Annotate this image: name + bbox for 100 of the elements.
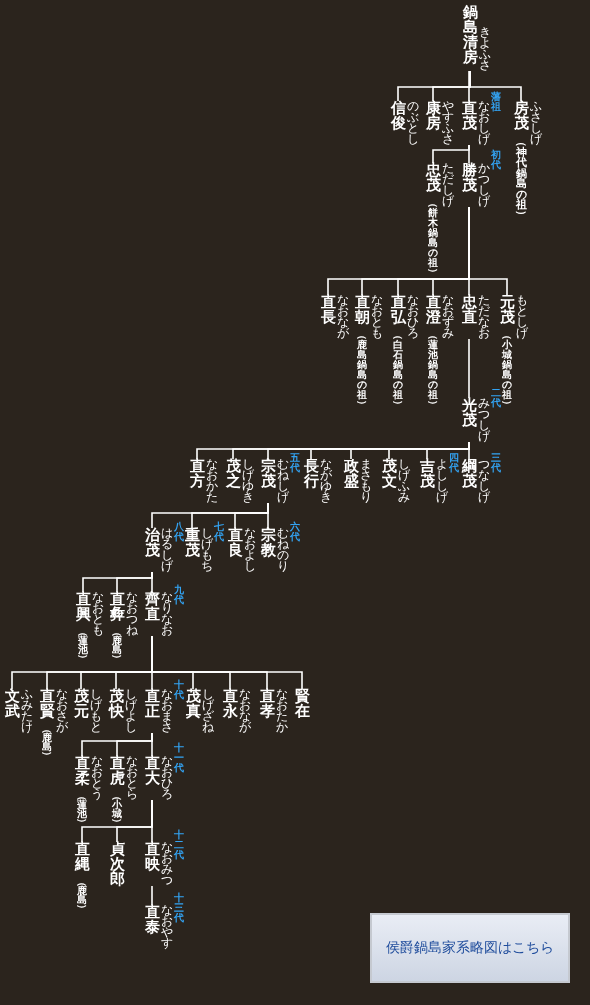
person-name: 治茂 <box>144 528 160 558</box>
furigana: ただなお <box>477 295 490 339</box>
person-name: 直縄 <box>74 842 90 872</box>
furigana: しげざね <box>201 689 214 733</box>
lineage-note: （神代鍋島の祖） <box>515 136 527 220</box>
furigana: しげもと <box>89 689 102 733</box>
furigana: むねのり <box>276 528 289 572</box>
person-name: 直正 <box>144 689 160 719</box>
generation-label: 十三代 <box>173 893 184 923</box>
generation-label: 九代 <box>173 585 184 605</box>
person-name: 直大 <box>144 756 160 786</box>
person-name: 直朝 <box>354 295 370 325</box>
person-name: 茂快 <box>108 689 124 719</box>
generation-label: 八代 <box>173 522 184 542</box>
person-name: 宗教 <box>260 528 276 558</box>
generation-label: 二代 <box>490 388 501 408</box>
lineage-note: （蓮池鍋島の祖） <box>428 330 438 410</box>
lineage-note: （白石鍋島の祖） <box>393 330 403 410</box>
tree-line <box>151 885 153 906</box>
furigana: はるしげ <box>160 528 173 572</box>
person-name: 直興 <box>75 592 91 622</box>
lineage-note: （小城鍋島の祖） <box>502 330 512 410</box>
furigana: なおしげ <box>477 101 490 145</box>
generation-label: 五代 <box>289 453 300 473</box>
furigana: なおまさ <box>160 689 173 733</box>
person-name: 文武 <box>4 689 20 719</box>
lineage-note: （鹿島鍋島の祖） <box>357 330 367 410</box>
generation-label: 十一代 <box>173 743 184 773</box>
person-name: 忠茂 <box>425 163 441 193</box>
furigana: なおとも <box>91 592 104 636</box>
furigana: なおとも <box>370 295 383 339</box>
furigana: しげふみ <box>397 459 410 503</box>
person-name: 茂真 <box>185 689 201 719</box>
generation-label: 四代 <box>448 453 459 473</box>
generation-label: 三代 <box>490 453 501 473</box>
lineage-note: （鹿島） <box>112 627 122 663</box>
person-name: 重茂 <box>184 528 200 558</box>
furigana: のぶとし <box>406 101 419 145</box>
person-name: 直柔 <box>74 756 90 786</box>
person-name: 茂之 <box>225 459 241 489</box>
furigana: かつしげ <box>477 163 490 207</box>
tree-line <box>468 70 470 102</box>
tree-line <box>11 635 153 690</box>
generation-label: 藩祖 <box>490 92 501 112</box>
furigana: むねしげ <box>276 459 289 503</box>
furigana: きよふさ <box>478 27 491 71</box>
furigana: なおかた <box>205 459 218 503</box>
tree-line <box>82 571 153 593</box>
person-name: 直茂 <box>461 101 477 131</box>
furigana: しげもち <box>200 528 213 572</box>
tree-line <box>81 732 153 757</box>
link-button: 侯爵鍋島家系略図はこちら <box>370 913 570 983</box>
person-name: 勝茂 <box>461 163 477 193</box>
person-name: 信俊 <box>390 101 406 131</box>
person-name: 貞次郎 <box>109 842 125 887</box>
person-name: 直賢 <box>39 689 55 719</box>
lineage-note: （蓮池） <box>78 627 88 663</box>
lineage-note: （鹿島） <box>42 724 52 760</box>
person-name: 直弘 <box>390 295 406 325</box>
furigana: なおなが <box>238 689 251 733</box>
person-name: 房茂 <box>513 101 529 131</box>
tree-line <box>327 206 470 296</box>
furigana: なおつね <box>125 592 138 636</box>
furigana: しげゆき <box>241 459 254 503</box>
person-name: 直永 <box>222 689 238 719</box>
person-name: 政盛 <box>343 459 359 489</box>
person-name: 康房 <box>425 101 441 131</box>
generation-label: 十二代 <box>173 830 184 860</box>
person-name: 綱茂 <box>461 459 477 489</box>
furigana: ふみたけ <box>20 689 33 733</box>
furigana: まさもり <box>359 459 372 503</box>
person-name: 宗茂 <box>260 459 276 489</box>
lineage-note: （餅木鍋島の祖） <box>428 198 438 278</box>
person-name: 鍋島清房 <box>462 5 478 65</box>
generation-label: 十代 <box>173 680 184 700</box>
furigana: なおみつ <box>160 842 173 886</box>
lineage-note: （小城） <box>112 791 122 827</box>
tree-line <box>81 799 153 843</box>
generation-label: 六代 <box>289 522 300 542</box>
person-name: 忠直 <box>461 295 477 325</box>
furigana: よししげ <box>435 459 448 503</box>
person-name: 光茂 <box>461 398 477 428</box>
furigana: なおたか <box>275 689 288 733</box>
furigana: ただしげ <box>441 163 454 207</box>
furigana: なおひろ <box>406 295 419 339</box>
person-name: 直長 <box>320 295 336 325</box>
tree-line <box>432 144 470 164</box>
furigana: もとしげ <box>515 295 528 339</box>
person-name: 長行 <box>303 459 319 489</box>
furigana: しげよし <box>124 689 137 733</box>
person-name: 直方 <box>189 459 205 489</box>
person-name: 齊直 <box>144 592 160 622</box>
person-name: 直彜 <box>109 592 125 622</box>
furigana: なおやす <box>160 905 173 949</box>
tree-line <box>151 502 269 529</box>
person-name: 直澄 <box>425 295 441 325</box>
person-name: 直良 <box>227 528 243 558</box>
furigana: なおなが <box>336 295 349 339</box>
furigana: やすふさ <box>441 101 454 145</box>
furigana: ながゆき <box>319 459 332 503</box>
